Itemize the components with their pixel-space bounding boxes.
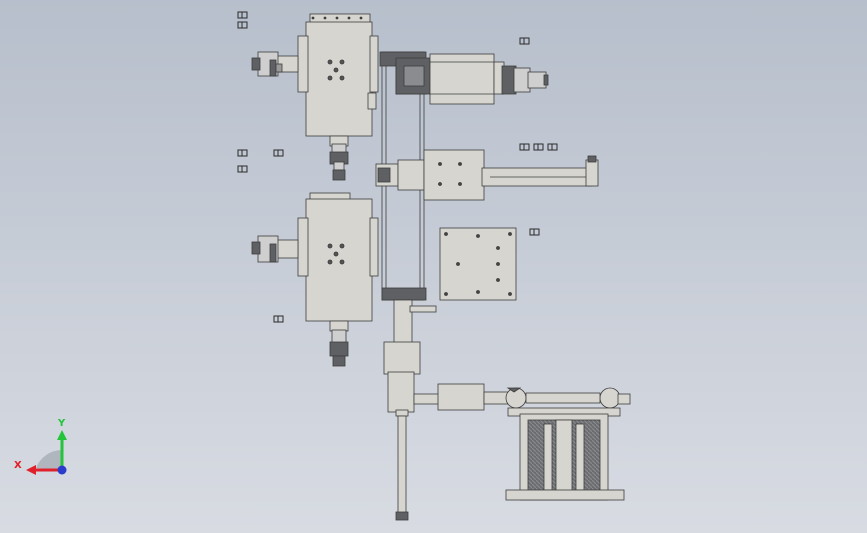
stage-side-rail-2 [297, 217, 309, 277]
upper-right-motor-assembly [395, 53, 549, 105]
upper-left-stage [251, 13, 379, 181]
stage-body [305, 21, 373, 137]
triad-plane [36, 450, 62, 470]
y-axis-label: Y [57, 418, 66, 429]
z-axis-dot [57, 465, 67, 475]
bolt-hole [327, 59, 333, 65]
spindle-housing [383, 341, 421, 375]
square-plate [439, 227, 517, 301]
gearbox-housing [429, 53, 495, 105]
reference-marker-icon [237, 11, 558, 323]
motor-icon [513, 67, 531, 93]
stage-bracket [367, 92, 377, 110]
mounting-plate [439, 227, 517, 301]
tool-shaft [397, 415, 407, 515]
stage-right-rail [369, 35, 379, 93]
x-axis-label: X [14, 460, 22, 471]
orientation-triad[interactable]: Y X [14, 418, 67, 475]
spindle-upper [393, 299, 413, 345]
actuator-carriage [423, 149, 485, 201]
column-base [381, 287, 427, 301]
pulley-right [599, 387, 621, 409]
middle-linear-actuator [375, 149, 599, 201]
central-column [379, 51, 437, 521]
stage-side-rail [297, 35, 309, 93]
reference-markers [237, 11, 558, 323]
stage-body-2 [305, 198, 373, 322]
table-motor-housing [437, 383, 485, 411]
table-base [505, 489, 625, 501]
lower-left-stage [251, 192, 379, 367]
bottom-right-table [413, 383, 631, 501]
